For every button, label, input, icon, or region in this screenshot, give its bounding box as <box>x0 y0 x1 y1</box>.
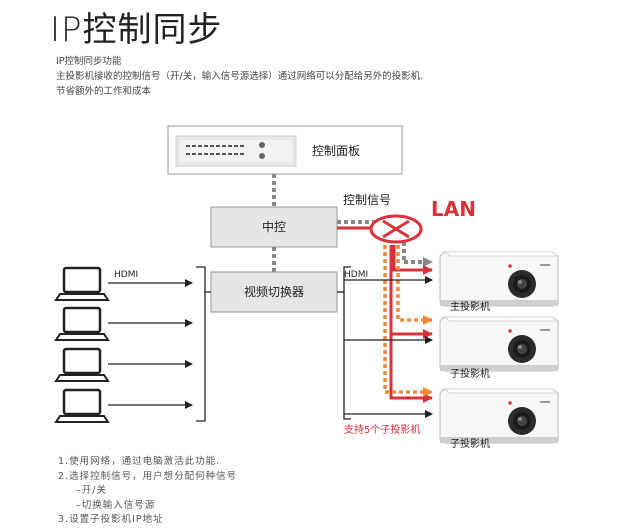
control-panel-box <box>167 125 403 175</box>
laptop-icon <box>54 266 110 301</box>
hdmi-output-arrows <box>344 276 433 418</box>
video-switcher-label: 视频切换器 <box>244 284 304 299</box>
hdmi-output-label: HDMI <box>344 270 368 280</box>
page-title: IP控制同步 <box>50 10 223 50</box>
projector-main-label: 主投影机 <box>450 300 490 313</box>
notes-list: 1.使用网络，通过电脑激活此功能. 2.选择控制信号，用户想分配何种信号 –开/… <box>58 455 237 528</box>
laptop-icon <box>54 347 110 382</box>
projector-sub1-label: 子投影机 <box>450 367 490 380</box>
intro-text: IP控制同步功能 主投影机接收的控制信号（开/关，输入信号源选择）通过网络可以分… <box>56 54 423 99</box>
laptop-icon <box>54 306 110 341</box>
control-panel-label: 控制面板 <box>312 144 360 158</box>
note-subitem: –开/关 <box>76 485 107 496</box>
video-switcher-box <box>210 271 338 313</box>
projector-icon <box>439 251 560 307</box>
note-subitem: –切换输入信号源 <box>76 499 156 511</box>
laptop-icon <box>54 388 110 423</box>
projector-icon <box>439 316 560 372</box>
output-bracket <box>343 266 351 420</box>
hdmi-input-label: HDMI <box>114 270 138 280</box>
central-control-label: 中控 <box>262 219 286 234</box>
note-item: 3.设置子投影机IP地址 <box>58 514 164 525</box>
intro-line: IP控制同步功能 <box>56 56 122 67</box>
lan-label: LAN <box>431 197 476 221</box>
distributed-signal-lines <box>383 245 433 397</box>
projector-sub2-label: 子投影机 <box>450 437 490 450</box>
input-bracket <box>196 266 206 422</box>
intro-line: 主投影机接收的控制信号（开/关，输入信号源选择）通过网络可以分配给另外的投影机. <box>56 71 424 82</box>
note-item: 1.使用网络，通过电脑激活此功能. <box>58 456 221 467</box>
support-note: 支持5个子投影机 <box>344 423 420 436</box>
intro-line: 节省额外的工作和成本 <box>56 86 152 97</box>
lan-router-icon <box>369 214 423 244</box>
projector-icon <box>439 388 560 444</box>
control-signal-label: 控制信号 <box>343 193 391 207</box>
note-item: 2.选择控制信号，用户想分配何种信号 <box>58 470 238 482</box>
hdmi-input-arrows <box>108 279 193 409</box>
